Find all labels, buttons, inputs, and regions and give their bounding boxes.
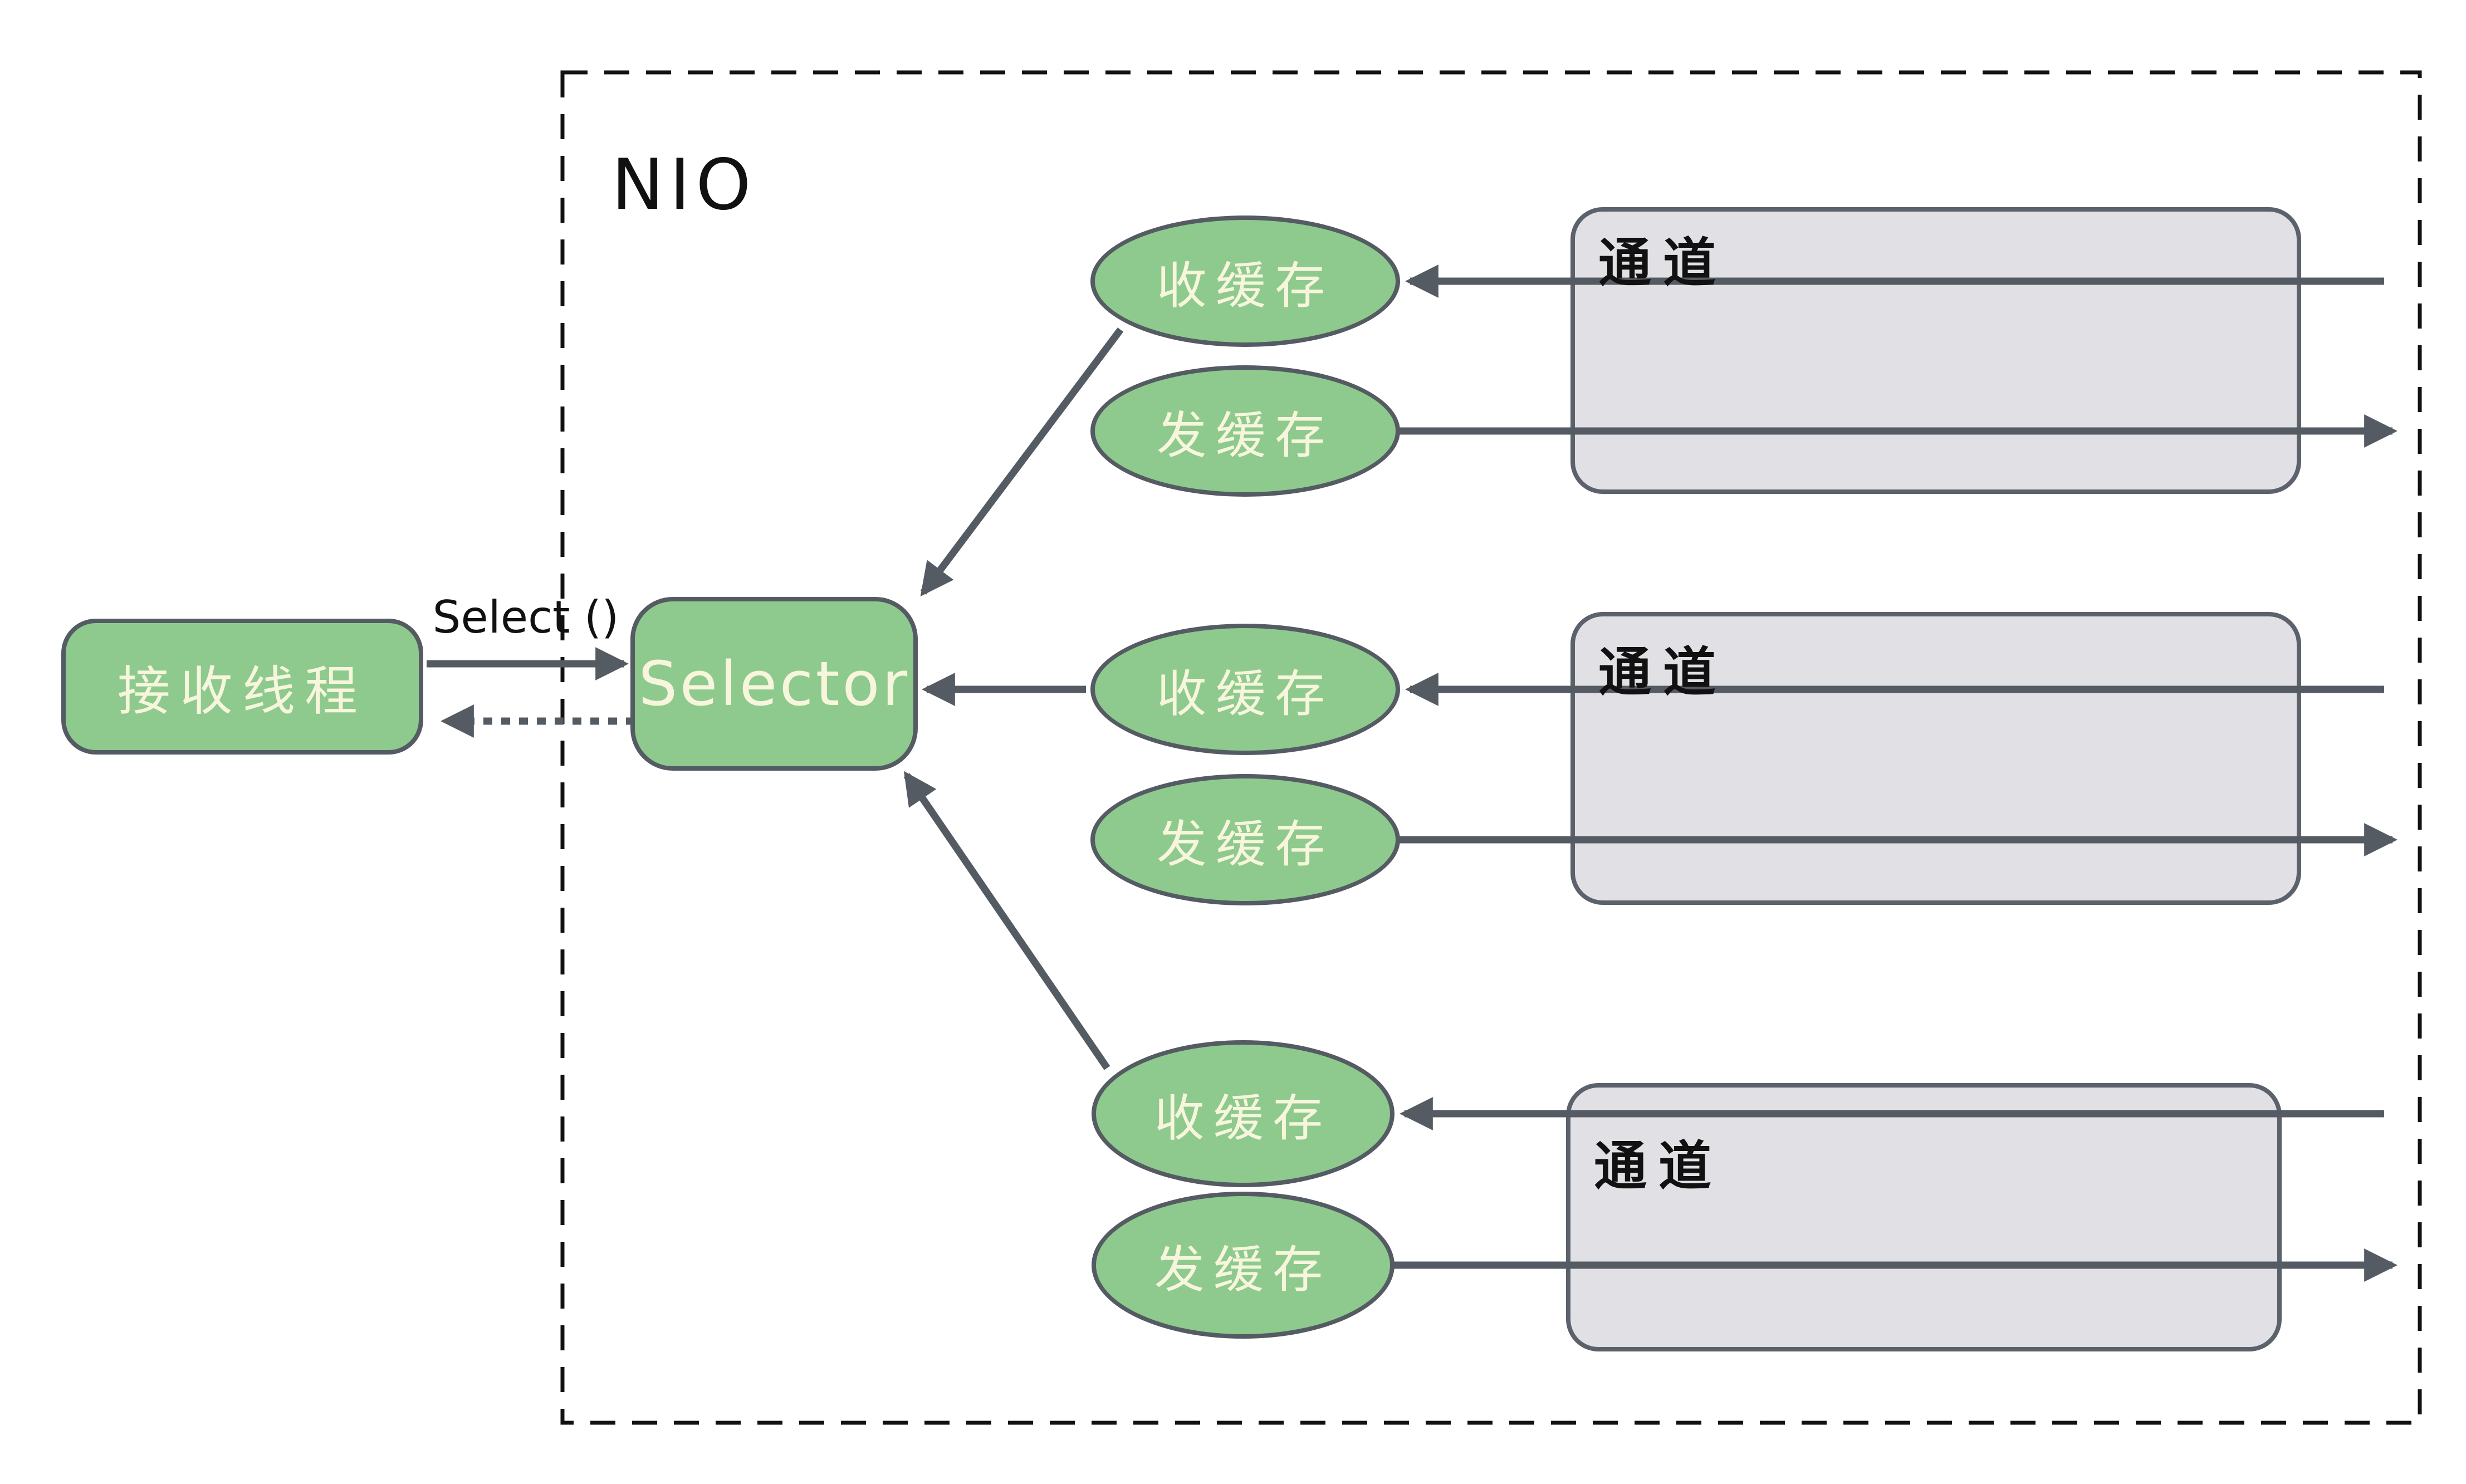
buffer1-to-selector-arrow	[920, 327, 1124, 597]
nio-title: NIO	[611, 144, 757, 226]
send-buffer-ellipse-3: 发缓存	[1092, 1192, 1395, 1339]
recv-buffer-label-3: 收缓存	[1154, 1089, 1332, 1148]
send-buffer-ellipse-2: 发缓存	[1090, 774, 1400, 905]
recv-buffer-label-2: 收缓存	[1156, 665, 1334, 723]
send-buffer-ellipse-1: 发缓存	[1090, 365, 1400, 497]
receiver-thread-node: 接收线程	[61, 619, 423, 755]
selector-label: Selector	[638, 648, 910, 719]
receiver-thread-label: 接收线程	[117, 660, 368, 722]
recv-buffer-label-1: 收缓存	[1156, 257, 1334, 315]
channel-3-label: 通道	[1594, 1136, 1723, 1197]
channel-box-3	[1566, 1083, 2282, 1351]
channel-1-label: 通道	[1598, 233, 1728, 294]
recv-buffer-ellipse-3: 收缓存	[1092, 1040, 1395, 1187]
channel-box-2	[1570, 612, 2301, 905]
selector-node: Selector	[630, 597, 918, 771]
channel-2-label: 通道	[1598, 642, 1728, 703]
nio-boundary-dashed-box	[560, 70, 2422, 1425]
recv-buffer-ellipse-2: 收缓存	[1090, 624, 1400, 755]
channel-box-1	[1570, 207, 2301, 494]
recv-buffer-ellipse-1: 收缓存	[1090, 216, 1400, 347]
send-buffer-label-1: 发缓存	[1156, 406, 1334, 465]
send-buffer-label-3: 发缓存	[1154, 1241, 1332, 1299]
send-buffer-label-2: 发缓存	[1156, 815, 1334, 874]
buffer3-to-selector-arrow	[903, 771, 1110, 1070]
select-call-label: Select ()	[432, 591, 619, 643]
